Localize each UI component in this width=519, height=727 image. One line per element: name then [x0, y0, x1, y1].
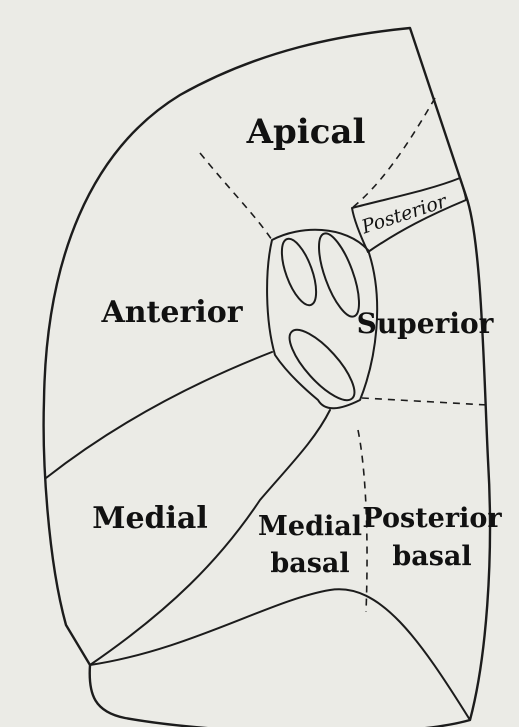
label-superior: Superior [357, 307, 495, 340]
label-posterior-basal-line2: basal [392, 541, 471, 572]
label-medial: Medial [92, 501, 208, 536]
label-medial-basal-line1: Medial [258, 511, 362, 542]
label-posterior-basal-line1: Posterior [362, 503, 502, 534]
label-apical: Apical [246, 112, 366, 152]
label-medial-basal-line2: basal [270, 548, 349, 579]
label-anterior: Anterior [100, 295, 243, 330]
